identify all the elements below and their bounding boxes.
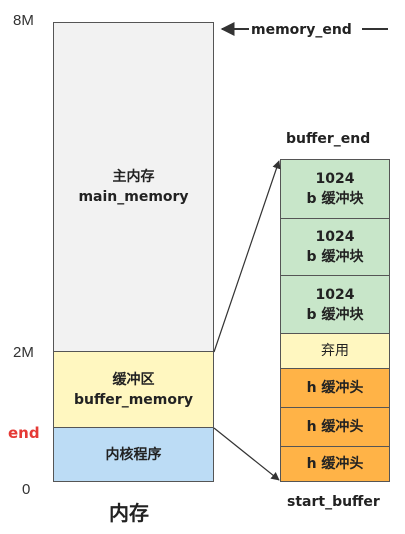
- main-memory-label: 主内存: [112, 169, 155, 185]
- buffer-bottom-arrow: [213, 427, 280, 481]
- buffer-memory-sublabel: buffer_memory: [73, 391, 194, 408]
- buffer-end-label: buffer_end: [286, 131, 371, 147]
- buffer-block-size: 1024: [315, 229, 355, 245]
- buffer-memory-label: 缓冲区: [112, 371, 155, 388]
- buffer-head-label: h 缓冲头: [306, 456, 364, 472]
- memory-end-label: memory_end: [251, 22, 352, 38]
- tick-end: end: [8, 424, 40, 442]
- discard-label: 弃用: [321, 343, 349, 359]
- buffer-block-label: b 缓冲块: [306, 249, 364, 265]
- buffer-memory-block: 缓冲区 buffer_memory: [53, 351, 214, 428]
- buffer-block-2: 1024 b 缓冲块: [280, 218, 390, 276]
- main-memory-sublabel: main_memory: [78, 189, 189, 205]
- kernel-label: 内核程序: [105, 446, 162, 463]
- buffer-block-label: b 缓冲块: [306, 306, 364, 323]
- buffer-head-label: h 缓冲头: [306, 419, 364, 435]
- buffer-head-1: h 缓冲头: [280, 368, 390, 408]
- buffer-block-size: 1024: [315, 286, 355, 303]
- buffer-head-2: h 缓冲头: [280, 407, 390, 447]
- kernel-block: 内核程序: [53, 427, 214, 482]
- tick-8m: 8M: [13, 12, 34, 29]
- memory-caption: 内存: [109, 501, 149, 525]
- buffer-head-label: h 缓冲头: [306, 380, 364, 396]
- tick-2m: 2M: [13, 344, 34, 361]
- buffer-head-3: h 缓冲头: [280, 446, 390, 482]
- buffer-block-label: b 缓冲块: [306, 191, 364, 207]
- main-memory-block: 主内存 main_memory: [53, 22, 214, 352]
- buffer-block-1: 1024 b 缓冲块: [280, 159, 390, 219]
- start-buffer-label: start_buffer: [287, 494, 380, 510]
- tick-zero: 0: [22, 481, 31, 498]
- buffer-top-arrow: [213, 160, 281, 353]
- buffer-block-size: 1024: [315, 171, 355, 187]
